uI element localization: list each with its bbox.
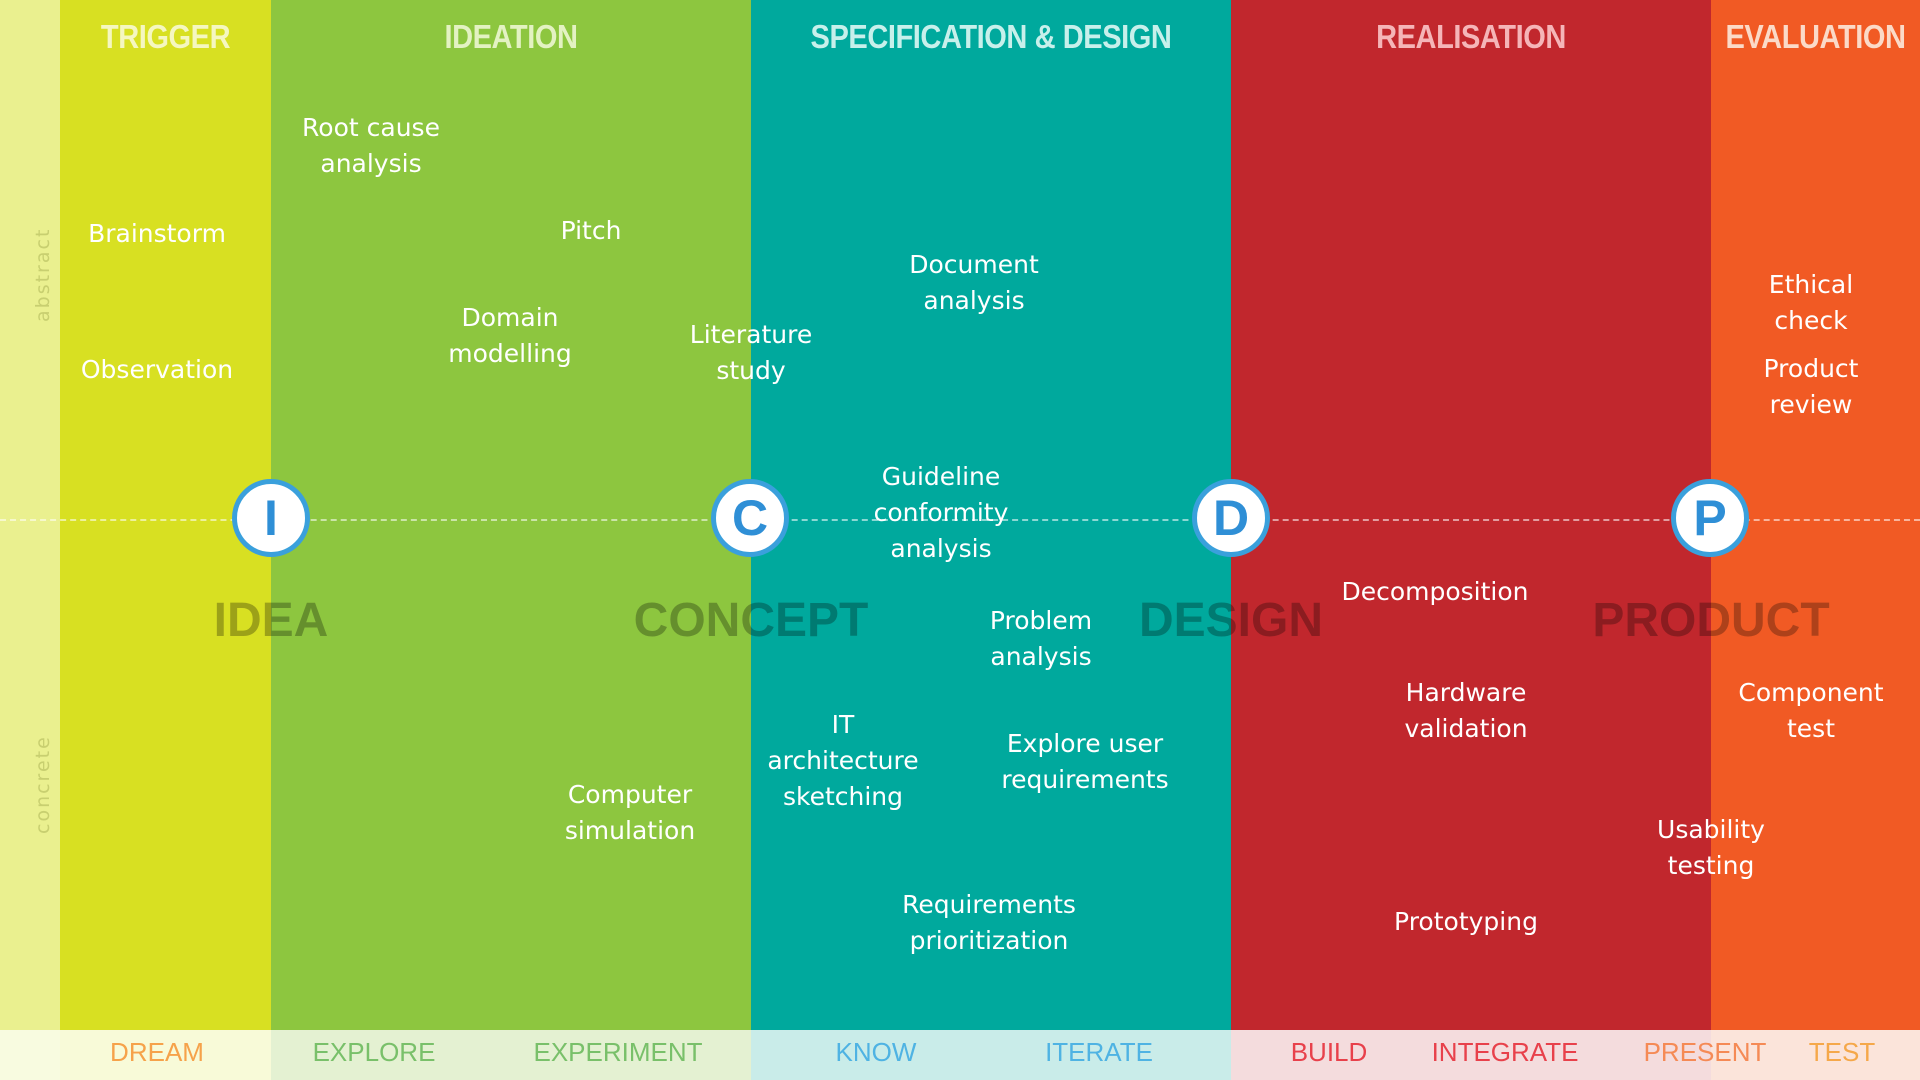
- phase-ideation: IDEATION: [271, 0, 751, 1030]
- activity-hardware-validation: Hardware validation: [1404, 678, 1528, 743]
- activity-domain-modelling: Domain modelling: [448, 303, 572, 368]
- milestone-design: D: [1192, 479, 1270, 557]
- phase-title-realisation: REALISATION: [1376, 18, 1566, 55]
- verb-experiment: EXPERIMENT: [533, 1037, 703, 1067]
- activity-product-review: Product review: [1763, 354, 1859, 419]
- activity-pitch: Pitch: [560, 216, 622, 245]
- verb-integrate: INTEGRATE: [1431, 1037, 1579, 1067]
- activity-literature-study: Literature study: [689, 320, 813, 385]
- activity-brainstorm: Brainstorm: [88, 219, 226, 248]
- milestone-product: P: [1671, 479, 1749, 557]
- verb-dream: DREAM: [110, 1037, 204, 1067]
- verb-know: KNOW: [835, 1037, 917, 1067]
- stage-label-concept: CONCEPT: [633, 594, 869, 647]
- verb-build: BUILD: [1290, 1037, 1368, 1067]
- activity-explore-user-requirements: Explore user requirements: [1001, 729, 1169, 794]
- verb-present: PRESENT: [1643, 1037, 1767, 1067]
- verb-test: TEST: [1808, 1037, 1876, 1067]
- phase-title-specification-design: SPECIFICATION & DESIGN: [810, 18, 1172, 55]
- verb-bar-strip: [0, 1030, 60, 1080]
- activity-it-architecture-sketching: IT architecture sketching: [767, 710, 919, 811]
- phase-title-evaluation: EVALUATION: [1725, 18, 1906, 55]
- phase-evaluation: EVALUATION: [1711, 0, 1920, 1030]
- verb-explore: EXPLORE: [312, 1037, 436, 1067]
- verb-bar-ideation: [271, 1030, 751, 1080]
- stage-label-product: PRODUCT: [1592, 594, 1830, 647]
- activity-component-test: Component test: [1738, 678, 1884, 743]
- milestone-idea: I: [232, 479, 310, 557]
- verb-bar-spec: [751, 1030, 1231, 1080]
- activity-ethical-check: Ethical check: [1768, 270, 1854, 335]
- phase-title-trigger: TRIGGER: [100, 18, 231, 55]
- activity-decomposition: Decomposition: [1341, 577, 1529, 606]
- activity-document-analysis: Document analysis: [909, 250, 1039, 315]
- phase-realisation: REALISATION: [1231, 0, 1711, 1030]
- activity-usability-testing: Usability testing: [1657, 815, 1765, 880]
- verb-bar-realisation: [1231, 1030, 1711, 1080]
- verb-bar-trigger: [60, 1030, 271, 1080]
- abstract-concrete-divider: [0, 519, 1920, 521]
- activity-problem-analysis: Problem analysis: [989, 606, 1093, 671]
- stage-label-design: DESIGN: [1138, 594, 1324, 647]
- stage-label-idea: IDEA: [213, 594, 329, 647]
- activity-observation: Observation: [80, 355, 234, 384]
- phase-title-ideation: IDEATION: [444, 18, 578, 55]
- axis-label-abstract: abstract: [32, 227, 54, 322]
- axis-label-concrete: concrete: [32, 735, 54, 834]
- activity-root-cause-analysis: Root cause analysis: [302, 113, 440, 178]
- activity-guideline-conformity-analysis: Guideline conformity analysis: [873, 462, 1009, 563]
- milestone-concept: C: [711, 479, 789, 557]
- activity-prototyping: Prototyping: [1394, 907, 1538, 936]
- phase-specification-design: SPECIFICATION & DESIGN: [751, 0, 1231, 1030]
- verb-bar-evaluation: [1711, 1030, 1920, 1080]
- verb-iterate: ITERATE: [1045, 1037, 1153, 1067]
- activity-requirements-prioritization: Requirements prioritization: [902, 890, 1076, 955]
- axis-strip: [0, 0, 60, 1030]
- activity-computer-simulation: Computer simulation: [564, 780, 696, 845]
